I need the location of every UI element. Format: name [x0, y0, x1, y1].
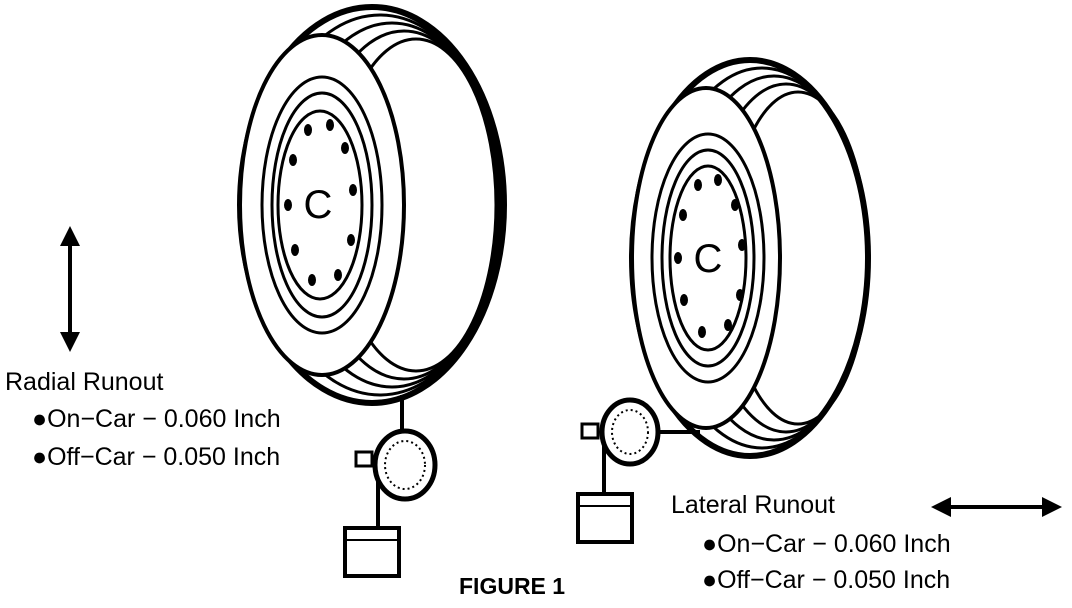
- left-tire: [237, 4, 507, 406]
- left-hub-letter: C: [304, 183, 333, 227]
- radial-off-car-item: ●Off−Car − 0.050 Inch: [32, 445, 280, 470]
- right-dial-indicator: [576, 397, 700, 544]
- lateral-runout-title: Lateral Runout: [671, 491, 836, 519]
- radial-runout-title: Radial Runout: [5, 368, 164, 396]
- bullet: ●: [32, 443, 48, 471]
- left-dial-indicator: [343, 395, 438, 578]
- radial-on-car-text: On−Car − 0.060 Inch: [47, 405, 281, 433]
- lateral-on-car-text: On−Car − 0.060 Inch: [717, 530, 951, 558]
- radial-off-car-text: Off−Car − 0.050 Inch: [47, 443, 281, 471]
- radial-on-car-item: ●On−Car − 0.060 Inch: [32, 407, 281, 432]
- right-lug-nuts: [674, 174, 746, 338]
- lateral-off-car-text: Off−Car − 0.050 Inch: [717, 566, 951, 594]
- bullet: ●: [702, 566, 718, 594]
- bullet: ●: [32, 405, 48, 433]
- lateral-off-car-item: ●Off−Car − 0.050 Inch: [702, 568, 950, 593]
- bullet: ●: [702, 530, 718, 558]
- lateral-on-car-item: ●On−Car − 0.060 Inch: [702, 532, 951, 557]
- left-lug-nuts: [284, 119, 357, 286]
- right-hub-letter: C: [694, 237, 723, 281]
- figure-caption: FIGURE 1: [459, 573, 566, 599]
- right-tire: [629, 57, 871, 459]
